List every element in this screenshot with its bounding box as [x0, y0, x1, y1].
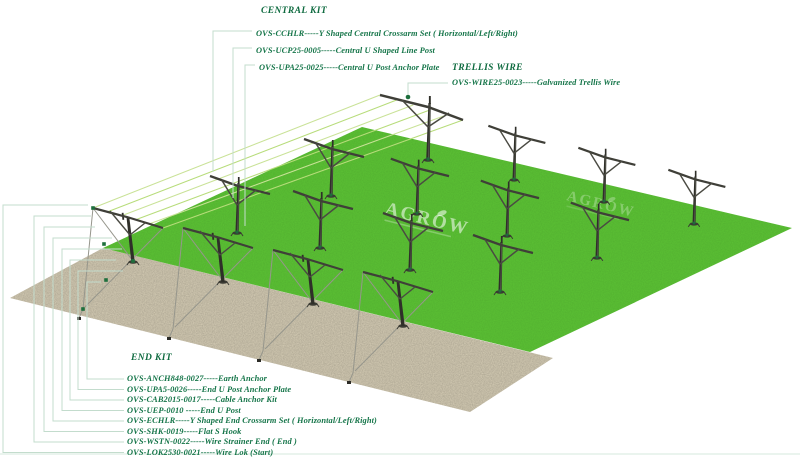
end-post-assembly	[347, 270, 434, 384]
line-post	[570, 201, 630, 262]
trellis-wire-line	[134, 109, 430, 221]
anchor-plate-dot	[692, 221, 696, 225]
line-post	[480, 179, 540, 240]
trellis-wire-heading: TRELLIS WIRE	[452, 63, 523, 73]
leader-end-kit-4	[52, 237, 124, 422]
anchor-plate-dot	[512, 177, 516, 181]
central-post	[379, 93, 464, 164]
line-post	[292, 189, 354, 252]
leaf-icon	[437, 210, 447, 217]
trellis-wire-line	[92, 94, 381, 209]
hardware-dot	[131, 259, 135, 263]
hardware-dot	[81, 307, 85, 311]
trellis-wire-line	[162, 119, 464, 229]
earth-anchor	[257, 359, 261, 362]
part-label-flat-s-hook: OVS-SHK-0019-----Flat S Hook	[127, 426, 242, 436]
part-label-trellis-wire: OVS-WIRE25-0023-----Galvanized Trellis W…	[452, 78, 621, 87]
trellis-wire-line	[148, 114, 447, 225]
part-label-cable-anchor-kit: OVS-CAB2015-0017-----Cable Anchor Kit	[127, 395, 277, 404]
line-post	[303, 137, 365, 200]
line-post	[209, 174, 271, 237]
anchor-plate-dot	[498, 289, 502, 293]
hardware-dot	[91, 206, 95, 210]
earth-anchor	[167, 337, 171, 340]
leader-lines	[0, 30, 800, 455]
anchor-plate-dot	[408, 267, 412, 271]
trellis-posts	[77, 93, 726, 384]
end-post-assembly	[77, 206, 164, 320]
leader-trellis-wire	[407, 82, 448, 94]
anchor-plate-dot	[426, 157, 430, 161]
anchor-plate-dot	[318, 245, 322, 249]
part-label-central-anchor-plate: OVS-UPA25-0025-----Central U Post Anchor…	[259, 63, 440, 72]
line-post	[667, 168, 726, 228]
line-post	[577, 146, 636, 206]
earth-anchor	[347, 381, 351, 384]
leader-end-kit-5	[43, 226, 124, 432]
anchor-plate-dot	[329, 193, 333, 197]
hardware-dot	[104, 278, 108, 282]
part-label-central-line-post: OVS-UCP25-0005-----Central U Shaped Line…	[256, 46, 435, 55]
line-post	[472, 233, 534, 296]
leader-central-line-post	[232, 47, 252, 198]
sand-path	[10, 248, 553, 412]
line-post	[382, 211, 444, 274]
leader-end-kit-6	[33, 215, 124, 443]
anchor-plate-dot	[505, 233, 509, 237]
trellis-wire-dot	[405, 94, 411, 100]
anchor-plate-dot	[602, 199, 606, 203]
leader-central-crossarm	[212, 30, 252, 172]
leader-end-kit-1	[77, 270, 124, 390]
part-label-end-crossarm: OVS-ECHLR-----Y Shaped End Crossarm Set …	[127, 416, 377, 425]
anchor-plate-dot	[415, 211, 419, 215]
part-label-wire-strainer: OVS-WSTN-0022-----Wire Strainer End ( En…	[127, 437, 297, 446]
leader-end-kit-3	[61, 248, 124, 411]
leaf-icon	[608, 197, 616, 202]
part-label-earth-anchor: OVS-ANCH848-0027-----Earth Anchor	[127, 374, 268, 383]
end-post-assembly	[257, 248, 344, 362]
grass-field	[103, 127, 792, 352]
anchor-plate-dot	[595, 255, 599, 259]
line-post	[390, 157, 450, 218]
central-kit-heading: CENTRAL KIT	[261, 6, 328, 16]
leader-end-kit-7	[2, 204, 124, 453]
anchor-plate-dot	[235, 230, 239, 234]
leader-end-kit-0	[86, 281, 124, 380]
part-label-end-anchor-plate: OVS-UPA5-0026-----End U Post Anchor Plat…	[127, 384, 292, 394]
hardware-dot	[102, 242, 106, 246]
line-post	[487, 124, 546, 184]
trellis-wires	[92, 94, 464, 229]
earth-anchor	[77, 317, 81, 320]
part-label-central-crossarm: OVS-CCHLR-----Y Shaped Central Crossarm …	[256, 29, 518, 38]
leader-end-kit-2	[69, 259, 124, 401]
trellis-wire-line	[106, 99, 397, 213]
trellis-wire-line	[120, 104, 414, 217]
part-label-end-u-post: OVS-UEP-0010 -----End U Post	[127, 405, 241, 415]
end-kit-heading: END KIT	[131, 353, 173, 363]
leader-central-anchor-plate	[244, 64, 255, 226]
part-label-wire-lok: OVS-LOK2530-0021-----Wire Lok (Start)	[127, 447, 274, 457]
end-post-assembly	[167, 226, 254, 340]
